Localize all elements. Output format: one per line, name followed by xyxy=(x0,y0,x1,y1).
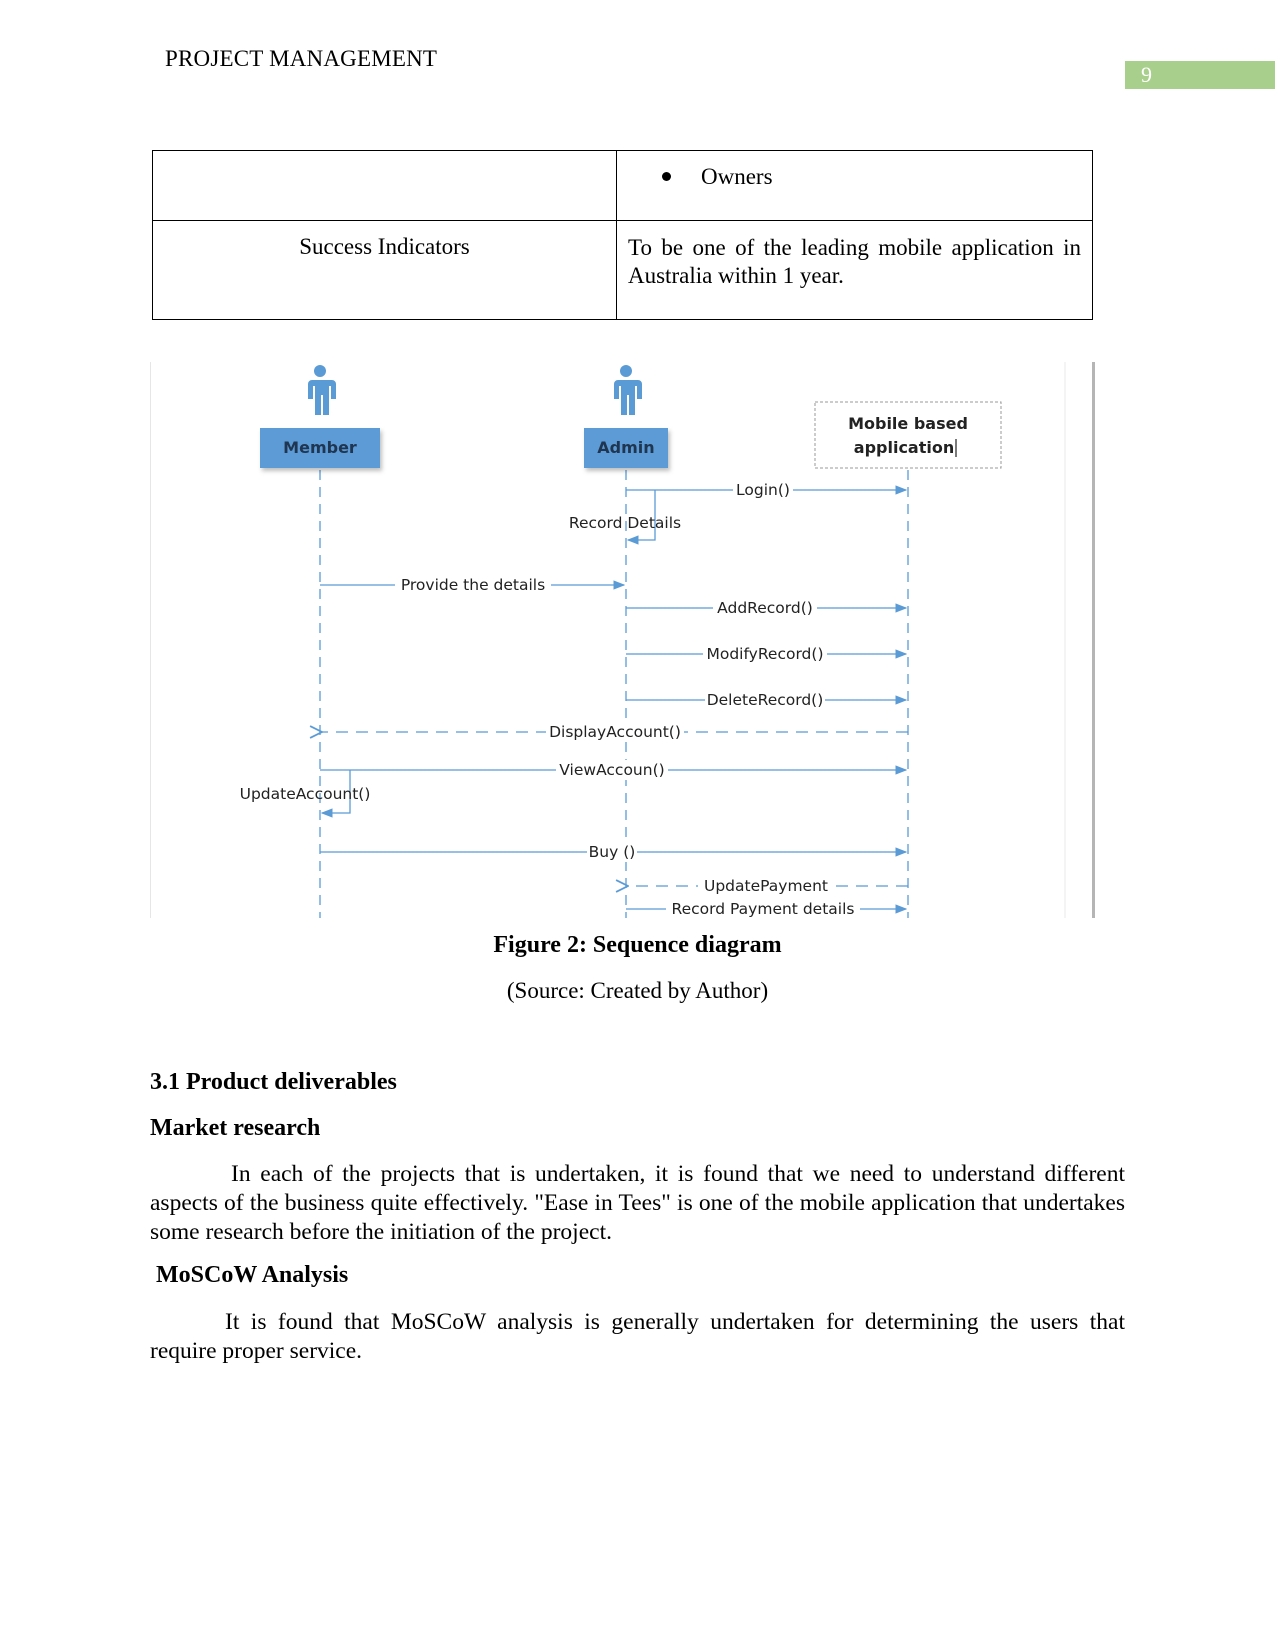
owners-text: Owners xyxy=(701,164,773,189)
buy-label: Buy () xyxy=(589,843,636,861)
record-details-label: Record Details xyxy=(569,514,681,532)
subheading-moscow-analysis: MoSCoW Analysis xyxy=(156,1262,349,1288)
section-heading: 3.1 Product deliverables xyxy=(150,1069,397,1095)
message-labels: Login() Record Details Provide the detai… xyxy=(240,480,860,918)
provide-details-label: Provide the details xyxy=(401,576,545,594)
update-account-arrow xyxy=(320,770,351,818)
table-row: Owners xyxy=(152,150,1093,221)
member-person-icon xyxy=(308,365,336,415)
table-cell-owners: Owners xyxy=(616,150,1093,221)
page-number-badge: 9 xyxy=(1125,61,1275,89)
table-cell-empty xyxy=(152,150,617,221)
lifelines xyxy=(319,470,909,918)
record-payment-label: Record Payment details xyxy=(672,900,855,918)
view-account-label: ViewAccoun() xyxy=(559,761,664,779)
modify-record-label: ModifyRecord() xyxy=(706,645,823,663)
table-cell-label: Success Indicators xyxy=(152,220,617,320)
update-payment-label: UpdatePayment xyxy=(704,877,828,895)
sequence-diagram-figure: Member Admin Mobile based application Lo… xyxy=(150,362,1125,918)
delete-record-label: DeleteRecord() xyxy=(707,691,824,709)
paragraph-moscow-analysis: It is found that MoSCoW analysis is gene… xyxy=(150,1309,1125,1364)
subheading-market-research: Market research xyxy=(150,1115,321,1141)
member-actor-label: Member xyxy=(283,438,357,457)
table-cell-value: To be one of the leading mobile applicat… xyxy=(616,220,1093,320)
sequence-diagram: Member Admin Mobile based application Lo… xyxy=(150,362,1095,918)
login-label: Login() xyxy=(736,481,790,499)
running-header: PROJECT MANAGEMENT xyxy=(165,46,438,71)
add-record-label: AddRecord() xyxy=(717,599,813,617)
figure-edge-shadow xyxy=(1092,362,1095,918)
admin-person-icon xyxy=(614,365,642,415)
admin-actor-label: Admin xyxy=(597,438,654,457)
paragraph-market-research: In each of the projects that is undertak… xyxy=(150,1161,1125,1245)
project-info-table: Owners Success Indicators To be one of t… xyxy=(152,150,1093,320)
success-indicators-label: Success Indicators xyxy=(299,234,470,259)
figure-source: (Source: Created by Author) xyxy=(506,978,769,1003)
display-account-label: DisplayAccount() xyxy=(549,723,681,741)
record-details-arrow xyxy=(626,490,656,545)
app-box-line2: application xyxy=(854,438,954,457)
member-actor-box xyxy=(260,428,380,468)
app-system-box xyxy=(814,401,1002,469)
bullet-icon xyxy=(662,172,671,182)
table-row: Success Indicators To be one of the lead… xyxy=(152,220,1093,320)
update-account-label: UpdateAccount() xyxy=(240,785,371,803)
app-box-line1: Mobile based xyxy=(848,414,968,433)
success-indicators-text: To be one of the leading mobile applicat… xyxy=(628,235,1081,288)
figure-caption: Figure 2: Sequence diagram xyxy=(493,932,782,958)
admin-actor-box xyxy=(584,428,668,468)
